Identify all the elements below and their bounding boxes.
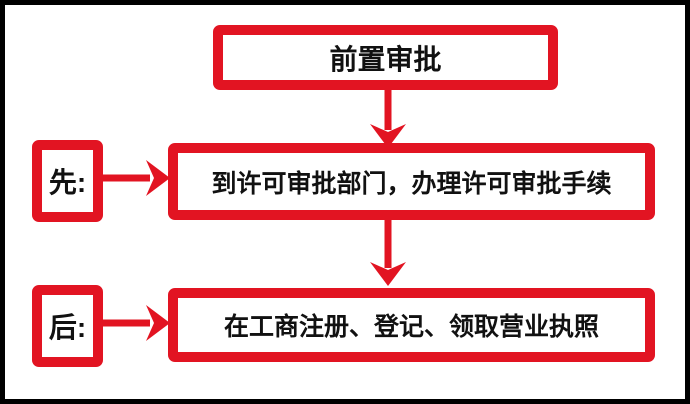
flow-node-business-registration-label: 在工商注册、登记、领取营业执照	[223, 313, 599, 341]
flow-label-first-text: 先:	[48, 167, 87, 198]
flow-node-pre-approval: 前置审批	[213, 25, 558, 90]
right-arrow-icon	[102, 305, 170, 341]
flow-node-license-approval-label: 到许可审批部门，办理许可审批手续	[211, 169, 612, 198]
down-arrow-icon	[370, 220, 406, 286]
down-arrow-icon	[370, 90, 406, 148]
flow-label-second-text: 后:	[48, 312, 87, 343]
flow-label-second: 后:	[32, 285, 103, 367]
flow-node-pre-approval-label: 前置审批	[329, 43, 442, 75]
flow-node-business-registration: 在工商注册、登记、领取营业执照	[168, 288, 655, 362]
flow-node-license-approval: 到许可审批部门，办理许可审批手续	[168, 143, 655, 220]
right-arrow-icon	[102, 160, 170, 196]
flow-label-first: 先:	[32, 140, 103, 222]
